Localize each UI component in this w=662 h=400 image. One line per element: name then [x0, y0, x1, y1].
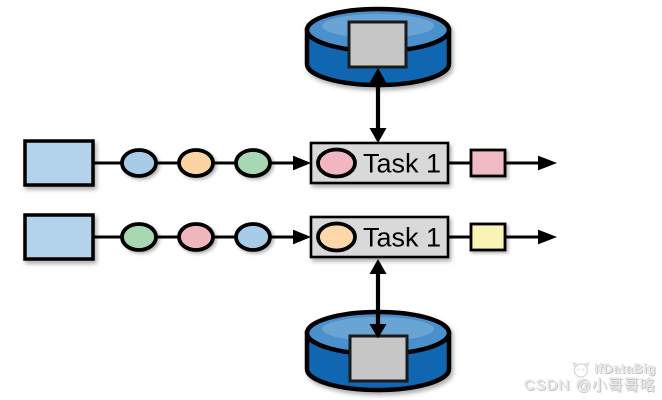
record-ellipse: [177, 148, 215, 178]
task-label: Task 1: [363, 149, 441, 179]
arrowhead-up-icon: [369, 68, 387, 83]
record-ellipse: [120, 148, 158, 178]
source-rect: [23, 139, 95, 187]
watermark-credit: CSDN @小哥哥咯: [524, 376, 656, 394]
db-link-arrow-bottom: [369, 259, 387, 339]
output-square: [469, 148, 507, 178]
task-box: Task 1: [309, 215, 450, 259]
watermark-brand: IfDataBig: [594, 360, 656, 376]
db-link-arrow-top: [369, 68, 387, 143]
task-label: Task 1: [363, 223, 441, 253]
task-state-ellipse: [316, 221, 357, 253]
arrowhead-right-icon: [538, 229, 557, 245]
state-buffer-square: [347, 20, 408, 69]
arrowhead-down-icon: [369, 128, 387, 143]
output-square: [469, 222, 507, 252]
pipeline-2: Task 1: [23, 213, 557, 261]
record-ellipse: [177, 222, 215, 252]
task-state-ellipse: [316, 147, 357, 179]
arrowhead-right-icon: [293, 155, 311, 171]
record-ellipse: [120, 222, 158, 252]
pipeline-1: Task 1: [23, 139, 557, 187]
arrowhead-right-icon: [293, 229, 311, 245]
database-top: [304, 6, 452, 88]
source-rect: [23, 213, 95, 261]
task-box: Task 1: [309, 141, 450, 185]
state-buffer-square: [348, 334, 409, 383]
arrowhead-down-icon: [369, 324, 387, 339]
record-ellipse: [234, 148, 272, 178]
arrowhead-right-icon: [538, 155, 557, 171]
arrowhead-up-icon: [369, 259, 387, 274]
record-ellipse: [234, 222, 272, 252]
watermark: IfDataBig CSDN @小哥哥咯: [524, 361, 656, 395]
watermark-logo-icon: [571, 361, 591, 378]
